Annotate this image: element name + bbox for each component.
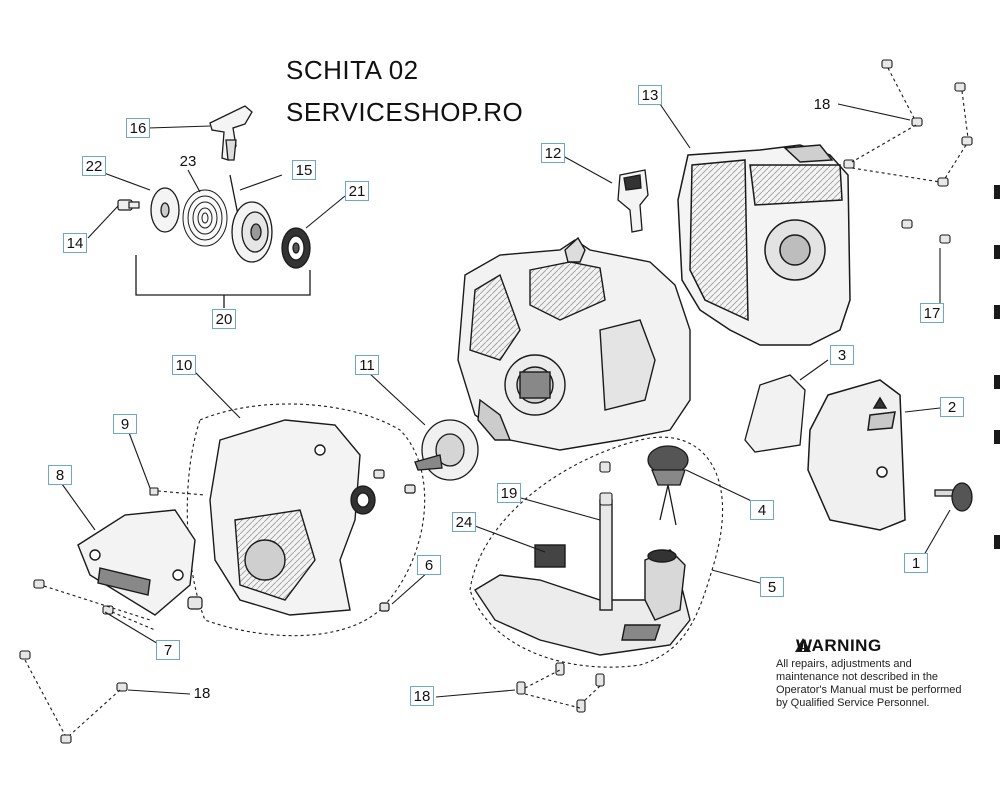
callout-4: 4 [750,500,774,520]
warning-title: WARNING [796,636,882,655]
air-filter-cover-part [807,379,906,531]
screws-bottom-center [516,662,605,713]
warning-header: WARNING [796,636,976,656]
diagram-title: SCHITA 02 [286,55,419,85]
starter-washer-part [150,187,180,233]
callout-10: 10 [172,355,196,375]
callout-15: 15 [292,160,316,180]
screws-top-right [843,59,973,244]
clutch-screw-part-9 [149,487,206,496]
starter-pulley-part [229,174,273,263]
leader-lines [61,103,951,698]
callout-18-bottom: 18 [410,686,434,706]
starter-handle-part [209,105,253,161]
callout-17: 17 [920,303,944,323]
screws-bottom-left [19,650,128,744]
cover-knob-part [934,482,973,512]
callout-22: 22 [82,156,106,176]
callout-11: 11 [355,355,379,375]
callout-3: 3 [830,345,854,365]
diagram-subtitle: SERVICESHOP.RO [286,97,524,127]
callout-12: 12 [541,143,565,163]
callout-16: 16 [126,118,150,138]
clutch-small-parts [187,469,416,612]
fan-housing-part [677,144,851,346]
callout-1: 1 [904,553,928,573]
callout-24: 24 [452,512,476,532]
warning-notice: WARNING All repairs, adjustments and mai… [776,636,976,710]
heat-shield-part [77,509,196,616]
callout-9: 9 [113,414,137,434]
callout-13: 13 [638,85,662,105]
warning-icon [795,638,811,652]
fuel-tank-part [474,499,691,656]
callout-19: 19 [497,483,521,503]
clutch-drum-part [414,419,479,481]
air-filter-part [744,374,806,453]
screws-dashed-links [851,67,969,183]
starter-pawl-part [281,227,311,269]
callout-6: 6 [417,555,441,575]
starter-screw-part [117,199,140,211]
group-20-bracket [135,255,311,308]
callout-7: 7 [156,640,180,660]
warning-text: All repairs, adjustments and maintenance… [776,658,962,709]
edge-marks [994,185,1000,549]
callout-18-top: 18 [813,96,831,113]
fuel-cap-part [647,445,689,526]
part-12 [617,169,649,233]
callout-23: 23 [179,153,197,170]
clutch-housing-part [209,419,361,616]
callout-5: 5 [760,577,784,597]
callout-8: 8 [48,465,72,485]
recoil-spring-part [182,189,228,247]
fuel-small-part [599,461,613,506]
callout-18-left: 18 [193,685,211,702]
bearing-part [350,485,376,515]
callout-20: 20 [212,309,236,329]
callout-2: 2 [940,397,964,417]
callout-14: 14 [63,233,87,253]
callout-21: 21 [345,181,369,201]
engine-block-part [457,236,691,451]
group-5-outline [469,436,724,668]
